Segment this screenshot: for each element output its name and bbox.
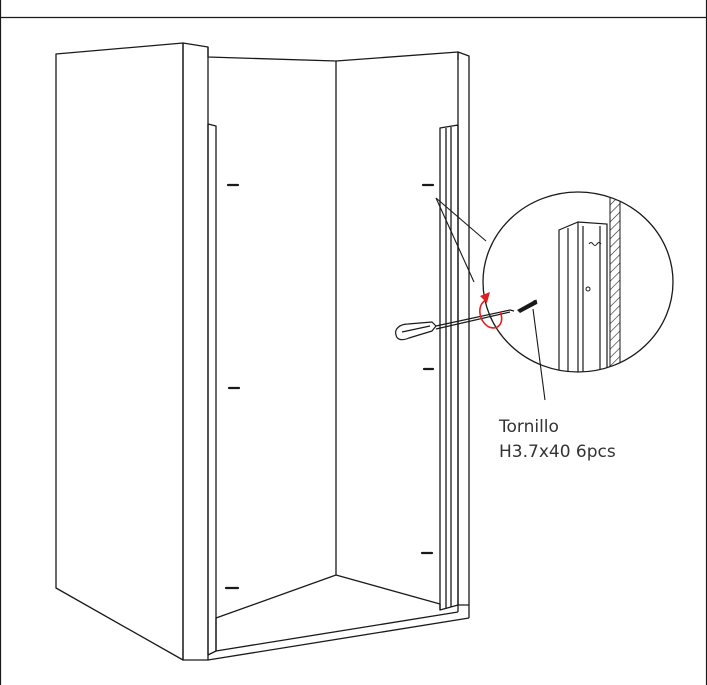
magnifier-circle bbox=[482, 191, 674, 373]
rotation-arrow-icon bbox=[479, 292, 503, 329]
screwdriver-icon bbox=[395, 309, 515, 341]
callout-spec: H3.7x40 6pcs bbox=[499, 442, 616, 462]
left-panel-edge bbox=[182, 42, 209, 661]
back-wall-left bbox=[207, 47, 337, 575]
back-wall-right bbox=[335, 51, 459, 62]
label-leader bbox=[532, 308, 546, 401]
floor-back-edge bbox=[215, 574, 441, 619]
detail-magnifier bbox=[482, 191, 674, 373]
wall-hatch bbox=[609, 192, 621, 372]
screw-marks bbox=[224, 183, 435, 590]
base-front-lower bbox=[207, 617, 470, 661]
left-wall-profile bbox=[207, 123, 217, 656]
callout-leader bbox=[435, 197, 487, 283]
right-side-panel bbox=[457, 51, 470, 606]
screw-icon bbox=[517, 299, 538, 313]
shower-enclosure bbox=[55, 42, 470, 661]
base-front bbox=[215, 611, 459, 652]
callout-name: Tornillo bbox=[498, 417, 559, 437]
right-wall-profile-outer bbox=[439, 124, 459, 611]
left-side-panel bbox=[55, 42, 184, 661]
